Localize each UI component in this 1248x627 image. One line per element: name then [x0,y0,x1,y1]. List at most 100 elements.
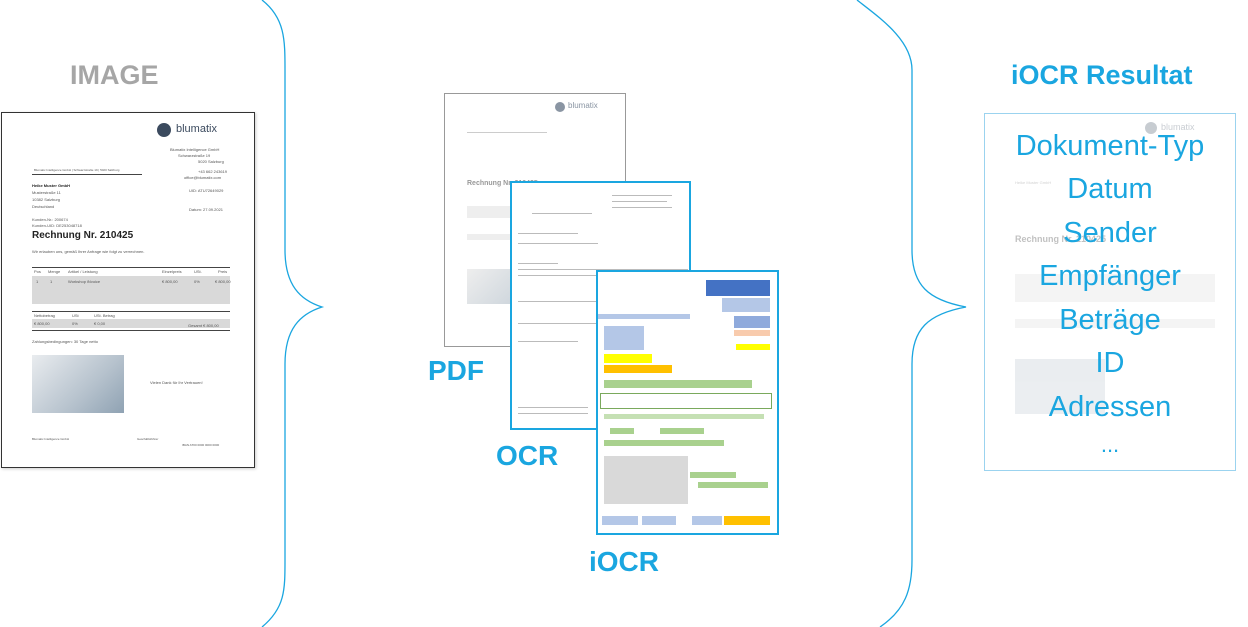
sum-header: USt [72,313,79,318]
highlight-block [690,472,736,478]
th: USt. [194,269,202,274]
ghost-photo [1015,359,1105,414]
sum-cell: € 0,00 [94,321,106,326]
ocr-line [612,207,672,208]
customer-uid: Kunden-UID: DE253048718 [32,223,82,228]
highlight-block [692,516,722,525]
highlight-block [604,354,652,363]
result-item-sender: Sender [1063,217,1157,249]
highlight-block [722,298,770,312]
result-item-amounts: Beträge [1059,304,1161,336]
result-box: blumatix Heike Muster GmbH Rechnung Nr. … [984,113,1236,471]
promo-photo [32,355,124,413]
ocr-line [612,195,672,196]
highlight-block [598,314,690,319]
logo-text: blumatix [568,101,598,110]
sender-line: Blumatix Intelligence GmbH | Schwarzstra… [34,168,120,172]
total-text: Gesamt € 800,00 [188,323,219,328]
th: Artikel / Leistung [68,269,98,274]
result-heading: iOCR Resultat [1011,60,1193,90]
highlight-block [734,330,770,336]
iocr-document [596,270,779,535]
logo-icon [555,102,565,112]
td: € 800,00 [162,279,178,284]
table-band [32,276,230,304]
ocr-label: OCR [496,440,559,471]
highlight-block [610,428,634,434]
th: Menge [48,269,61,274]
customer-no: Kunden-Nr.: 200674 [32,217,68,222]
ocr-line [518,263,558,264]
right-brace [856,0,967,627]
image-block [604,456,688,504]
recipient-line: Deutschland [32,204,55,209]
ocr-line [518,243,598,244]
result-item-recipient: Empfänger [1039,260,1181,292]
ocr-line [518,233,578,234]
highlight-block [642,516,676,525]
highlight-block [604,326,644,350]
ocr-line [518,341,578,342]
sum-line [32,330,230,331]
image-heading: IMAGE [70,60,159,90]
footer-text: Geschäftsführer [137,437,159,441]
ghost-invoice: blumatix Heike Muster GmbH Rechnung Nr. … [985,114,1235,470]
sum-cell: € 800,00 [34,321,50,326]
result-item-date: Datum [1067,173,1153,205]
recipient-line: 10382 Salzburg [32,197,61,202]
highlight-block [604,365,672,373]
td: 1 [50,279,53,284]
highlight-block [600,393,772,409]
highlight-block [736,344,770,350]
footer-text: Blumatix Intelligence GmbH [32,437,70,441]
thanks-text: Vielen Dank für Ihr Vertrauen! [150,380,203,385]
recipient-line: Heike Muster GmbH [32,183,71,188]
ocr-line [518,413,588,414]
sum-line [32,311,230,312]
sum-band [32,319,230,328]
left-brace [261,0,325,627]
result-item-addresses: Adressen [1048,391,1172,423]
td: Workshop iNvoice [68,279,101,284]
band [467,234,517,240]
intro-text: Wir erlauben uns, gemäß Ihrer Anfrage wi… [32,249,145,254]
th: Einzelpreis [162,269,182,274]
company-line: Schwarzstraße 19 [178,153,211,158]
result-item-document-type: Dokument-Typ [1015,130,1205,162]
uid-text: UID: ATU72649029 [189,188,224,193]
ocr-line [532,213,592,214]
photo [467,269,517,304]
result-item-id: ID [1095,347,1125,379]
highlight-block [604,414,764,419]
logo-icon [1145,122,1157,134]
ghost-band [1015,319,1215,328]
highlight-block [602,516,638,525]
logo-text: blumatix [1161,122,1195,132]
logo-icon [157,123,171,137]
ghost-band [1015,274,1215,302]
ocr-line [518,323,598,324]
sum-header: USt. Betrag [94,313,115,318]
table-line [32,267,230,268]
sum-cell: 0% [72,321,78,326]
pdf-label: PDF [428,355,484,386]
highlight-block [604,380,752,388]
td: € 800,00 [215,279,231,284]
ocr-line [612,201,667,202]
invoice-image: blumatix Blumatix Intelligence GmbH Schw… [1,112,255,468]
td: 0% [194,279,200,284]
iocr-label: iOCR [589,546,659,577]
payment-text: Zahlungsbedingungen: 30 Tage netto [32,339,98,344]
company-line: 5020 Salzburg [198,159,224,164]
company-line: +43 662 243619 [198,169,228,174]
company-line: Blumatix Intelligence GmbH [170,147,220,152]
ocr-line [518,269,688,270]
highlight-block [604,440,724,446]
highlight-block [698,482,768,488]
footer-text: IBAN AT00 0000 0000 0000 [182,443,220,447]
th: Preis [218,269,228,274]
highlight-block [660,428,704,434]
ocr-line [518,407,588,408]
invoice-title: Rechnung Nr. 210425 [32,230,134,241]
